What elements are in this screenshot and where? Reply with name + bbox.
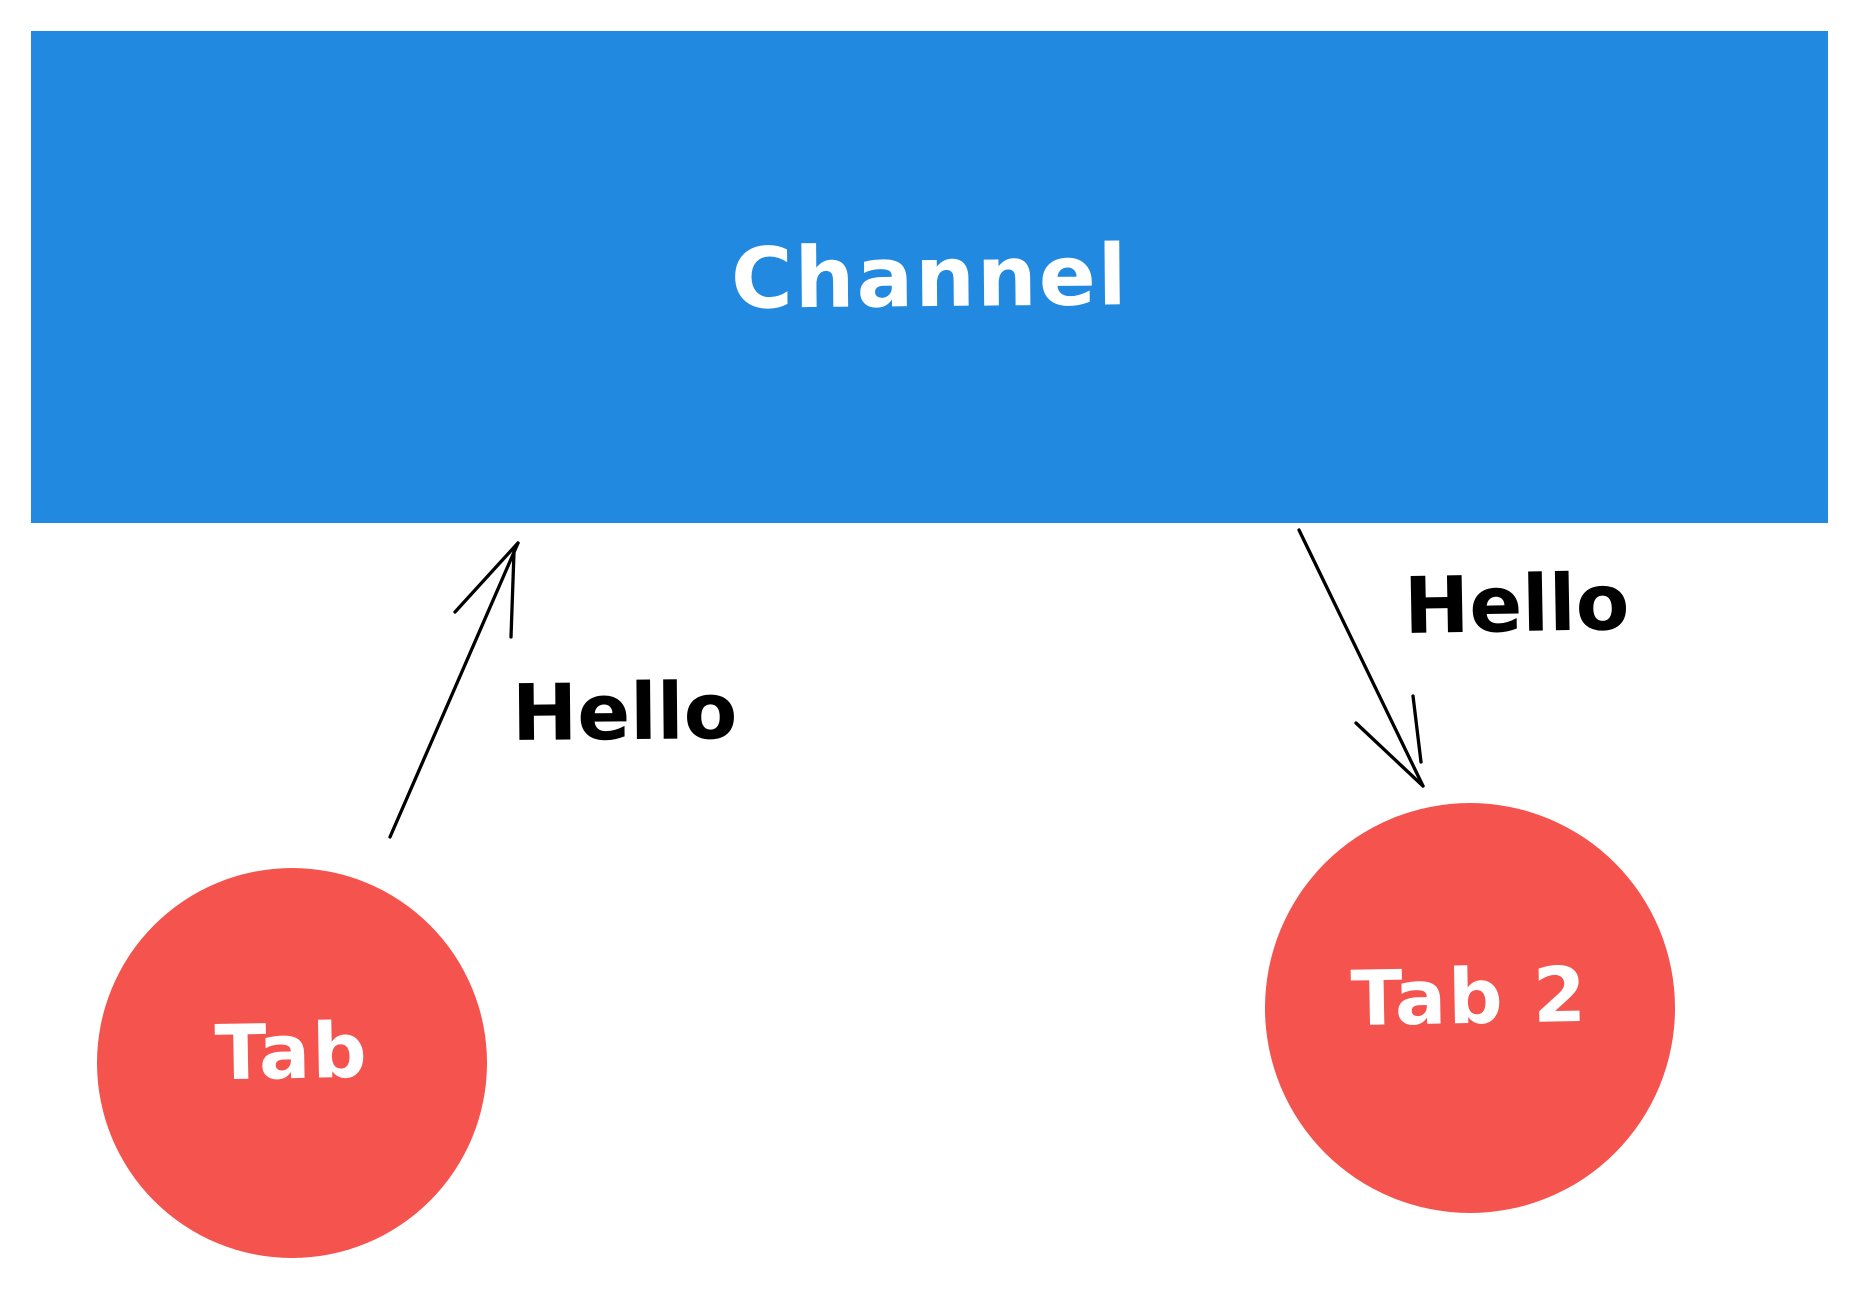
arrow-channel-to-tab2[interactable] bbox=[1297, 528, 1425, 788]
tab-node-label: Tab bbox=[214, 1005, 370, 1097]
tab2-node[interactable]: Tab 2 bbox=[1265, 803, 1675, 1213]
channel-node[interactable]: Channel bbox=[31, 31, 1828, 523]
tab-node[interactable]: Tab bbox=[97, 868, 487, 1258]
tab2-node-label: Tab 2 bbox=[1350, 949, 1590, 1043]
edge-label-channel-to-tab2[interactable]: Hello bbox=[1403, 558, 1631, 652]
channel-node-label: Channel bbox=[730, 226, 1129, 328]
edge-label-tab-to-channel[interactable]: Hello bbox=[511, 667, 738, 759]
arrow-tab-to-channel[interactable] bbox=[388, 541, 520, 839]
